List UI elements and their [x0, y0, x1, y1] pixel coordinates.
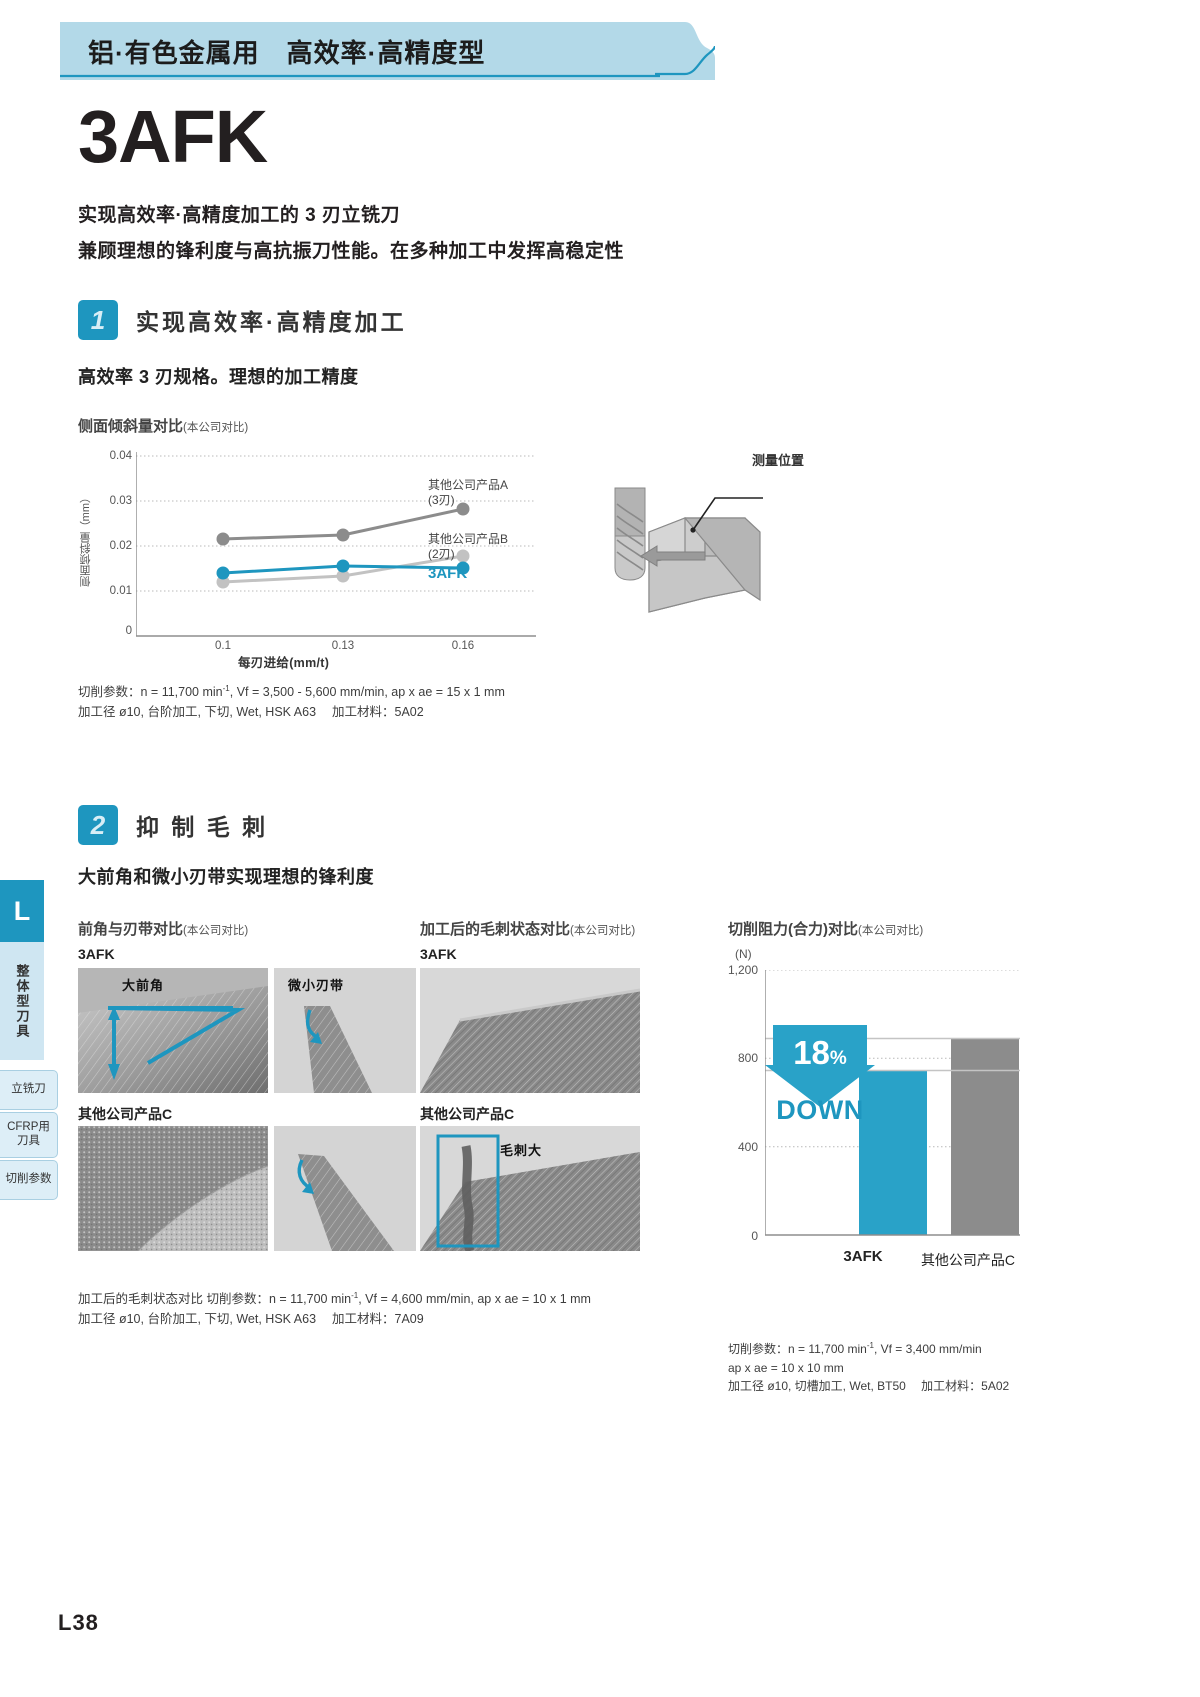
panel-left-title: 前角与刃带对比(本公司对比) — [78, 918, 248, 939]
panel-mid-title-paren: (本公司对比) — [570, 925, 636, 937]
photo-competitor-c-micro-land — [274, 1126, 416, 1251]
section-1-number: 1 — [78, 300, 118, 340]
line-chart-title-text: 侧面倾斜量对比 — [78, 418, 184, 435]
line-chart-legend-a: 其他公司产品A (3刃) — [428, 478, 508, 508]
line-chart-ytick-4: 0.04 — [109, 450, 132, 462]
down-label: DOWN — [776, 1095, 864, 1125]
category-banner: 铝·有色金属用 高效率·高精度型 — [60, 22, 660, 80]
photo-competitor-c-burr-state — [420, 1126, 640, 1251]
line-chart-legend-b-line1: 其他公司产品B — [428, 532, 509, 546]
down-arrow-badge — [765, 1025, 875, 1107]
line-chart-legend-b-line2: (2刃) — [428, 547, 455, 561]
section-1-cutting-parameters-note: 切削参数：n = 11,700 min-1, Vf = 3,500 - 5,60… — [78, 684, 505, 719]
page-title: 3AFK — [78, 95, 268, 178]
section-2-heading: 2 抑 制 毛 刺 — [78, 805, 268, 845]
photo-competitor-c-rake-angle — [78, 1126, 268, 1251]
bar-chart-unit-label: (N) — [735, 947, 752, 961]
panel-left-row2-label: 其他公司产品C — [78, 1106, 173, 1122]
section-2-title: 抑 制 毛 刺 — [136, 814, 269, 840]
panel-left-title-paren: (本公司对比) — [183, 925, 249, 937]
panel-mid-row1-label: 3AFK — [420, 946, 457, 962]
sidebar-tab-cutting-parameters[interactable]: 切削参数 — [0, 1160, 58, 1200]
photo-tag-large-burr: 毛刺大 — [500, 1143, 543, 1158]
banner-underline — [60, 74, 660, 78]
bar-chart-ytick-2: 800 — [737, 1051, 758, 1065]
line-chart-title-paren: (本公司对比) — [183, 422, 249, 434]
line-chart-legend-3afk: 3AFK — [428, 565, 468, 582]
bar-chart-cutting-parameters-note: 切削参数：n = 11,700 min-1, Vf = 3,400 mm/min… — [728, 1341, 1010, 1394]
sidebar-tab-end-mill[interactable]: 立铣刀 — [0, 1070, 58, 1110]
section-1-subtitle: 高效率 3 刃规格。理想的加工精度 — [78, 367, 359, 387]
section-1-title: 实现高效率·高精度加工 — [136, 309, 407, 335]
product-lead-line-2: 兼顾理想的锋利度与高抗振刀性能。在多种加工中发挥高稳定性 — [78, 241, 625, 262]
photo-tag-micro-land: 微小刃带 — [288, 978, 345, 993]
page-folio: L38 — [58, 1610, 99, 1635]
line-chart-ytick-0: 0 — [125, 625, 132, 637]
line-chart-xtick-1: 0.13 — [331, 640, 355, 652]
panel-left-row1-label: 3AFK — [78, 946, 115, 962]
bar-chart-xlabel-1: 其他公司产品C — [920, 1252, 1016, 1268]
section-2-number: 2 — [78, 805, 118, 845]
section-2-cutting-parameters-note: 加工后的毛刺状态对比 切削参数：n = 11,700 min-1, Vf = 4… — [78, 1291, 591, 1326]
product-lead-line-1: 实现高效率·高精度加工的 3 刃立铣刀 — [78, 205, 400, 226]
sidebar-category-label: 整体型刀具 — [0, 942, 44, 1060]
down-percent-sign: % — [829, 1048, 847, 1069]
bar-chart-title-text: 切削阻力(合力)对比 — [728, 921, 858, 938]
line-chart-legend-a-line1: 其他公司产品A — [428, 478, 509, 492]
photo-3afk-rake-angle — [78, 968, 268, 1093]
panel-mid-title-text: 加工后的毛刺状态对比 — [420, 921, 571, 938]
banner-tail-shape — [655, 22, 715, 80]
bar-chart-ytick-0: 0 — [751, 1229, 758, 1243]
line-chart-title: 侧面倾斜量对比(本公司对比) — [78, 415, 248, 436]
down-percent-wrap: 18% — [770, 1034, 870, 1072]
section-1-heading: 1 实现高效率·高精度加工 — [78, 300, 407, 340]
bar-chart-plot — [765, 970, 1020, 1236]
sidebar-letter-badge: L — [0, 880, 44, 942]
photo-tag-large-rake-angle: 大前角 — [122, 978, 165, 993]
panel-mid-title: 加工后的毛刺状态对比(本公司对比) — [420, 918, 635, 939]
line-chart-legend-a-line2: (3刃) — [428, 493, 455, 507]
line-chart-legend-b: 其他公司产品B (2刃) — [428, 532, 508, 562]
line-chart-ytick-2: 0.02 — [109, 540, 132, 552]
bar-chart-ytick-3: 1,200 — [727, 963, 758, 977]
panel-mid-row2-label: 其他公司产品C — [420, 1106, 515, 1122]
down-percent-value: 18 — [793, 1034, 830, 1071]
bar-chart-xlabel-0: 3AFK — [843, 1248, 883, 1265]
bar-chart-title-paren: (本公司对比) — [858, 925, 924, 937]
measurement-position-label: 测量位置 — [752, 453, 805, 468]
category-banner-label: 铝·有色金属用 高效率·高精度型 — [88, 37, 486, 68]
sidebar-tab-cfrp-tools[interactable]: CFRP用 刀具 — [0, 1112, 58, 1158]
measurement-position-diagram — [614, 487, 763, 613]
section-2-subtitle: 大前角和微小刃带实现理想的锋利度 — [78, 867, 374, 887]
line-chart-ytick-1: 0.01 — [109, 585, 132, 597]
line-chart-x-axis-label: 每刃进给(mm/t) — [238, 656, 330, 670]
line-chart-xtick-0: 0.1 — [215, 640, 231, 652]
line-chart-y-axis-label: 侧面倾斜量（mm） — [80, 492, 92, 588]
photo-3afk-burr-state — [420, 968, 640, 1093]
panel-left-title-text: 前角与刃带对比 — [78, 921, 184, 938]
line-chart-xtick-2: 0.16 — [451, 640, 475, 652]
bar-chart-ytick-1: 400 — [737, 1140, 758, 1154]
line-chart-ytick-3: 0.03 — [109, 495, 132, 507]
line-chart-plot — [136, 452, 536, 637]
photo-3afk-micro-land — [274, 968, 416, 1093]
bar-chart-title: 切削阻力(合力)对比(本公司对比) — [728, 918, 923, 939]
